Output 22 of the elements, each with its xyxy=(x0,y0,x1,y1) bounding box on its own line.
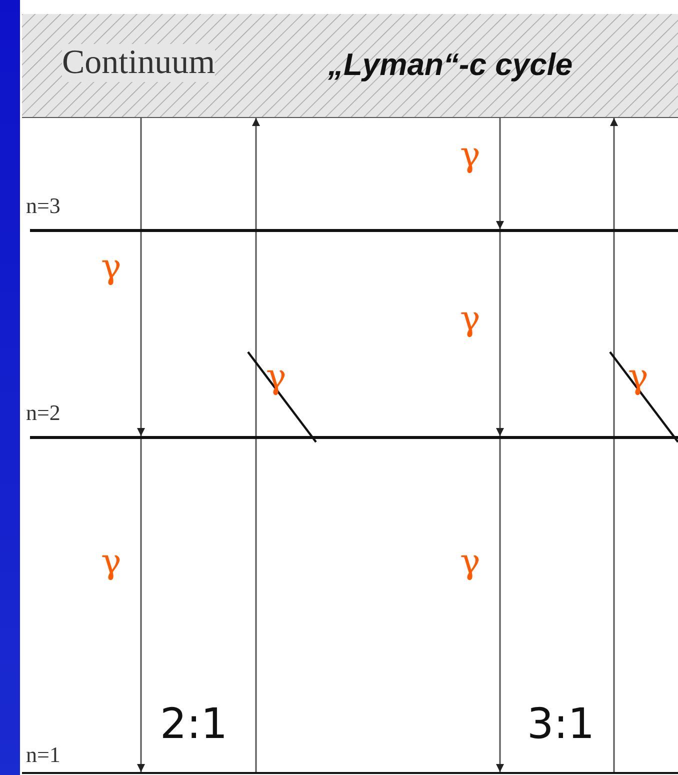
level-label: n=3 xyxy=(26,193,60,219)
transition-arrow xyxy=(496,118,504,229)
edge-label: γ xyxy=(460,545,480,579)
level-label: n=2 xyxy=(26,400,60,426)
transition-arrow xyxy=(137,439,145,772)
continuum-label: Continuum xyxy=(62,44,216,82)
transition-ratio: 2:1 xyxy=(160,703,228,745)
transition-arrow xyxy=(496,439,504,772)
transition-arrow xyxy=(610,118,618,772)
transition-arrow xyxy=(252,118,260,772)
level-label: n=1 xyxy=(26,742,60,768)
edge-label: γ xyxy=(460,138,480,172)
transition-arrow xyxy=(496,232,504,436)
continuum-band xyxy=(22,14,678,118)
transition-arrow xyxy=(137,118,145,436)
edge-label: γ xyxy=(460,302,480,336)
edge-label: γ xyxy=(101,250,122,284)
edge-label: γ xyxy=(101,545,122,579)
photon-label: γ xyxy=(628,360,648,394)
cycle-title: „Lyman“-c cycle xyxy=(328,47,573,83)
photon-label: γ xyxy=(266,360,286,394)
transition-ratio: 3:1 xyxy=(527,703,595,745)
